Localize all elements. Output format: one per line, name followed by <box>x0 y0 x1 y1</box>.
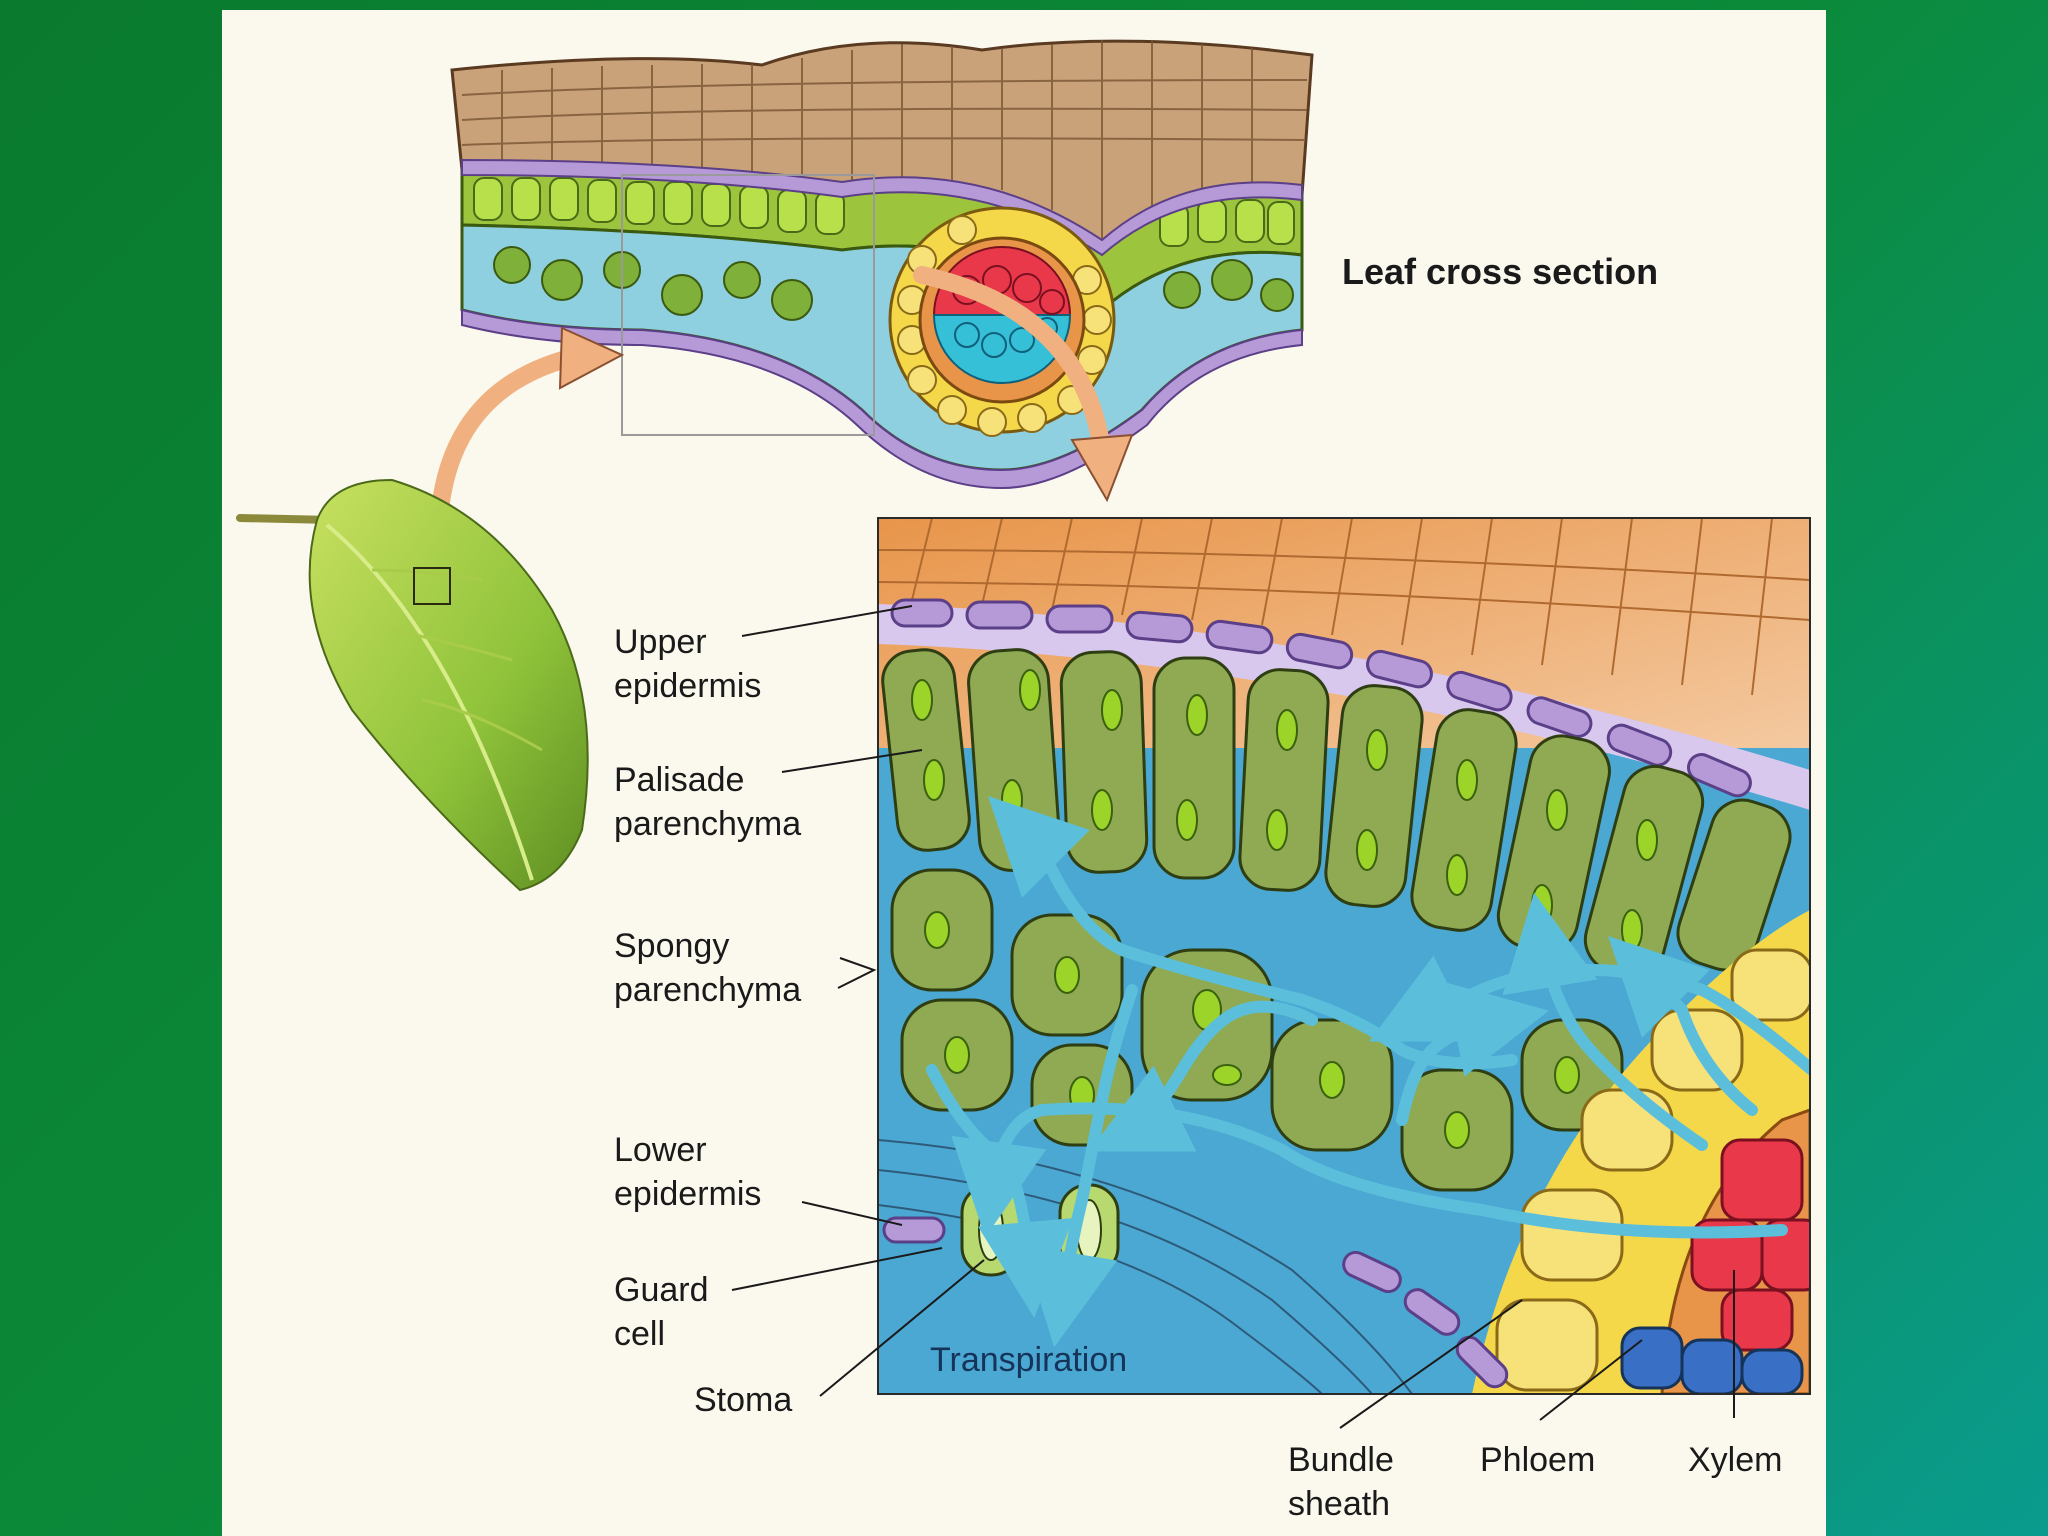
leaf-diagram-art <box>236 39 1811 1429</box>
label-lower-epidermis: Lower epidermis <box>614 1131 762 1213</box>
label-palisade-parenchyma: Palisade parenchyma <box>614 761 802 843</box>
label-stoma: Stoma <box>694 1381 793 1419</box>
label-bundle-sheath: Bundle sheath <box>1288 1441 1394 1523</box>
label-xylem: Xylem <box>1688 1441 1783 1479</box>
leaf-illustration <box>236 478 589 892</box>
label-guard-cell: Guard cell <box>614 1271 709 1353</box>
label-spongy-parenchyma: Spongy parenchyma <box>614 927 802 1009</box>
water-arrows <box>926 796 1810 1348</box>
diagram-title: Leaf cross section <box>1342 251 1659 292</box>
label-phloem: Phloem <box>1480 1441 1596 1479</box>
leader-lines <box>731 605 1735 1429</box>
zoom-arrow-to-detail <box>913 266 1111 459</box>
cross-section-block <box>450 39 1314 490</box>
label-upper-epidermis: Upper epidermis <box>614 623 762 705</box>
detail-panel <box>878 518 1810 1394</box>
label-transpiration: Transpiration <box>930 1341 1128 1379</box>
diagram-panel: Leaf cross section Upper epidermis Palis… <box>222 10 1826 1536</box>
